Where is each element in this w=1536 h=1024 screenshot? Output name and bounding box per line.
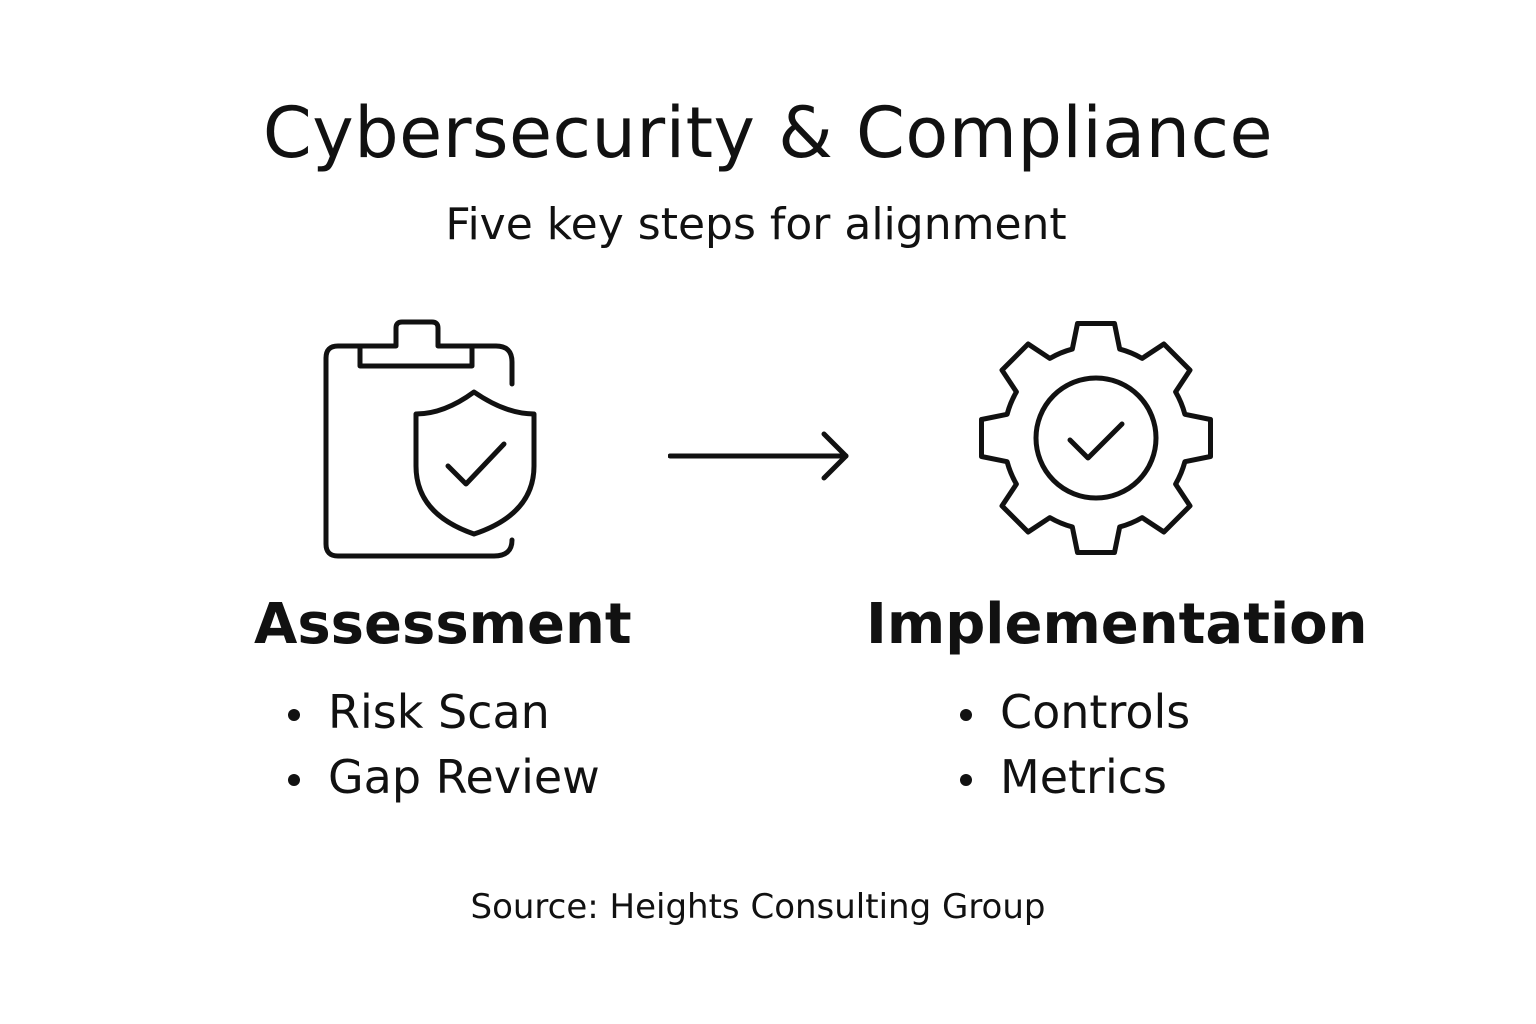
assessment-list: Risk Scan Gap Review [286,680,600,810]
list-item: Controls [958,680,1190,745]
step-heading-assessment: Assessment [254,592,632,657]
step-heading-implementation: Implementation [866,592,1368,657]
source-caption: Source: Heights Consulting Group [470,887,1046,927]
gear-check-icon [976,320,1216,560]
list-item: Risk Scan [286,680,600,745]
list-item: Gap Review [286,745,600,810]
arrow-right-icon [668,430,852,482]
clipboard-shield-check-icon [318,318,540,562]
list-item: Metrics [958,745,1190,810]
implementation-list: Controls Metrics [958,680,1190,810]
page-subtitle: Five key steps for alignment [445,199,1067,250]
page-title: Cybersecurity & Compliance [262,92,1274,174]
